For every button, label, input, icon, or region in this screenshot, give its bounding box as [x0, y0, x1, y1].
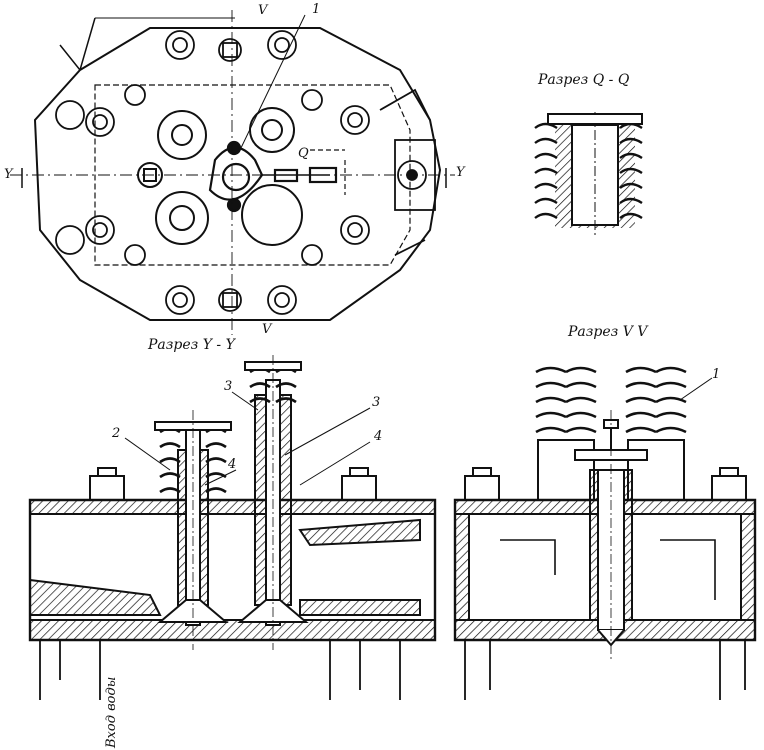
side-fitting	[379, 88, 436, 256]
section-mark-v-top: V	[258, 3, 268, 18]
plan-view	[10, 10, 455, 335]
callout-1-vv: 1	[712, 367, 721, 382]
section-qq-view	[534, 112, 643, 235]
section-yy-view	[28, 355, 437, 700]
callout-4-right: 4	[374, 429, 383, 444]
water-inlet-label: Вход воды	[104, 676, 119, 748]
section-yy-title: Разрез Y - Y	[148, 337, 235, 353]
callout-1-plan: 1	[312, 2, 321, 17]
section-mark-v-bottom: V	[262, 322, 272, 337]
section-mark-y-left: Y	[4, 167, 13, 182]
stud-bolts	[55, 30, 370, 315]
section-mark-q: Q	[298, 146, 309, 161]
section-mark-y-right: Y	[456, 165, 465, 180]
callout-3-left: 3	[224, 379, 233, 394]
callout-2: 2	[112, 426, 121, 441]
section-vv-view	[453, 366, 757, 700]
section-qq-title: Разрез Q - Q	[538, 72, 630, 88]
callout-4-left: 4	[228, 457, 237, 472]
vv-springs	[535, 366, 687, 434]
center-lines	[10, 10, 455, 335]
callout-3-right: 3	[372, 395, 381, 410]
section-vv-title: Разрез V V	[568, 324, 648, 340]
valve-ports	[137, 107, 303, 246]
